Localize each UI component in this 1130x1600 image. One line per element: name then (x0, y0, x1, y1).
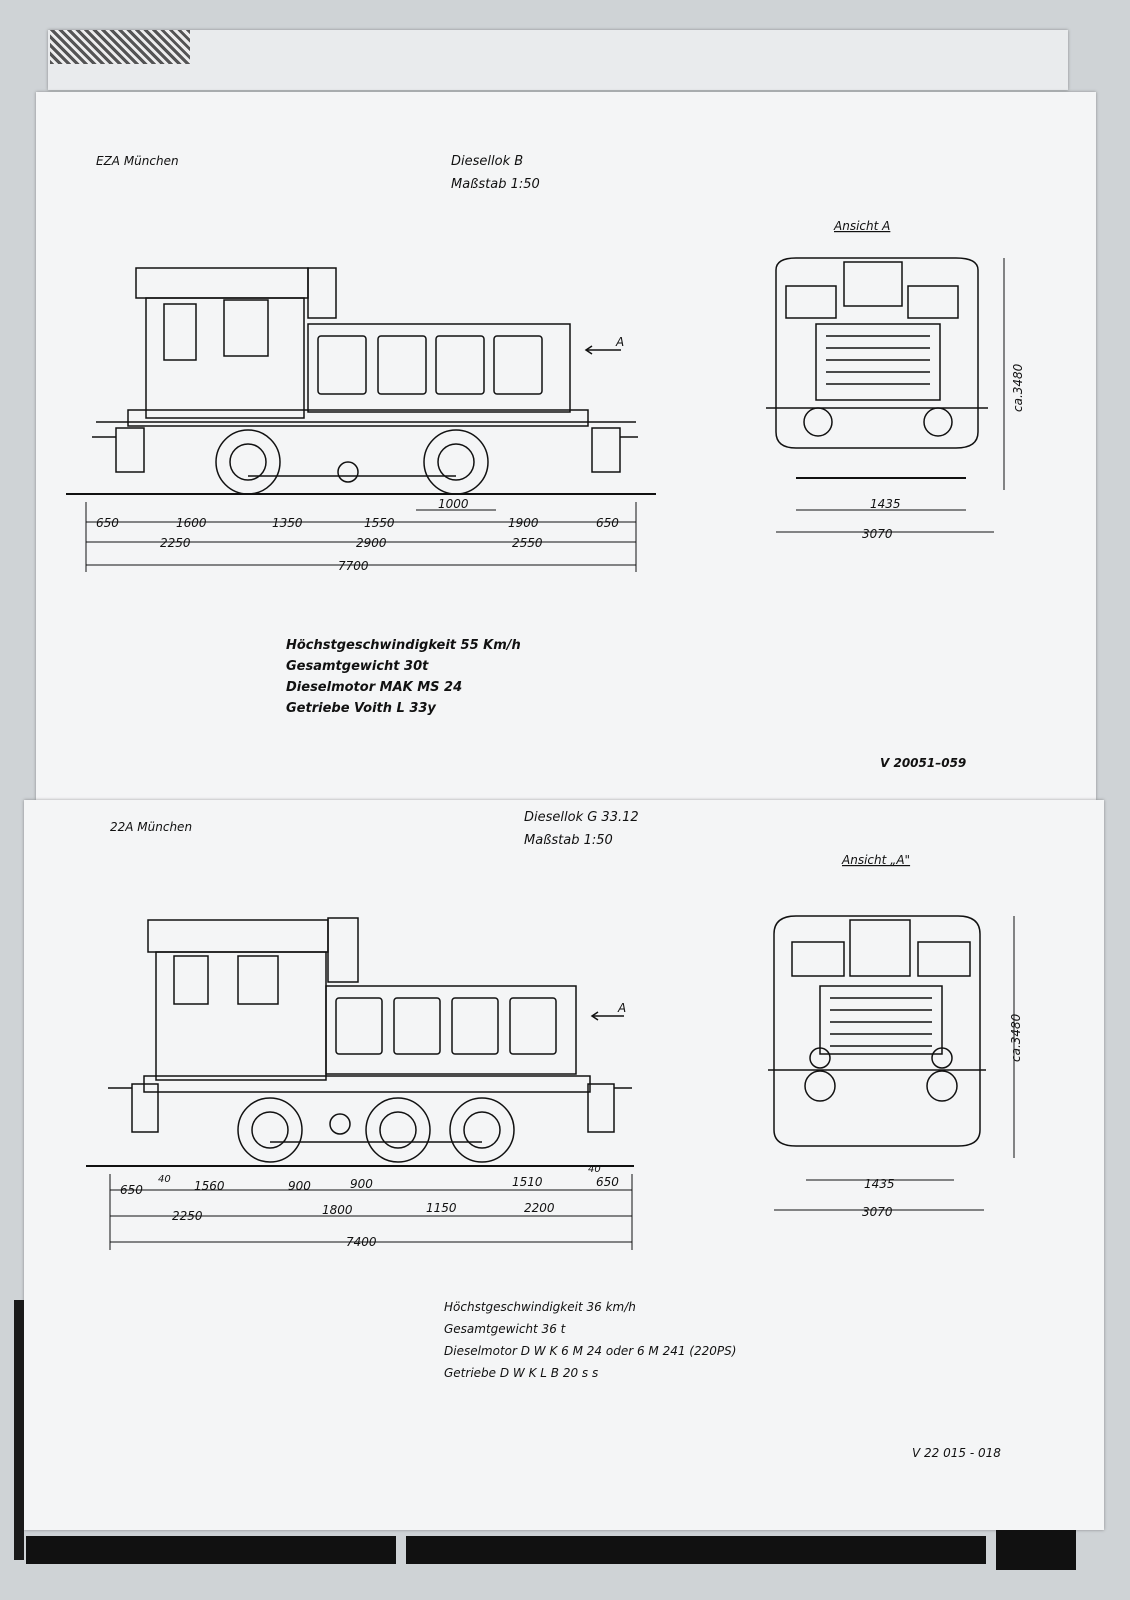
page2-spec-speed: Höchstgeschwindigkeit 36 km/h (444, 1300, 636, 1314)
binder-strip-left (26, 1536, 396, 1564)
page1-dim-2250: 2250 (160, 536, 191, 550)
underlying-page-strip (48, 30, 1068, 90)
page-bottom: 22A München Diesellok G 33.12 Maßstab 1:… (24, 800, 1104, 1530)
page2-footer-code: V 22 015 - 018 (912, 1446, 1001, 1460)
binder-strip-right (406, 1536, 986, 1564)
page2-dim-1150: 1150 (426, 1201, 457, 1215)
page2-dim-650-left: 650 (120, 1183, 143, 1197)
page1-dim-7700: 7700 (338, 559, 369, 573)
page1-dim-1550: 1550 (364, 516, 395, 530)
binder-strip-end (996, 1530, 1076, 1570)
page2-dim-40-right: 40 (588, 1164, 601, 1175)
page1-scale: Maßstab 1:50 (451, 177, 540, 192)
page1-height-dim: ca.3480 (1011, 363, 1025, 412)
page1-front-view-drawing: Ansicht A 1435 3070 ca.3480 (766, 219, 1025, 541)
page1-dim-650-left: 650 (96, 516, 119, 530)
page2-view-label: Ansicht „A" (841, 853, 910, 867)
page1-title: Diesellok B (451, 154, 524, 169)
page1-view-label: Ansicht A (833, 219, 890, 233)
page2-dim-900-a: 900 (288, 1179, 311, 1193)
page1-spec-speed: Höchstgeschwindigkeit 55 Km/h (286, 638, 521, 653)
page1-dim-650-right: 650 (596, 516, 619, 530)
page1-spec-gearbox: Getriebe Voith L 33y (286, 701, 436, 716)
page2-dim-900-b: 900 (350, 1177, 373, 1191)
left-spine-edge (14, 1300, 24, 1560)
page2-title: Diesellok G 33.12 (524, 810, 639, 825)
page1-dim-2900: 2900 (356, 536, 387, 550)
page2-front-width: 3070 (862, 1205, 893, 1219)
page2-spec-weight: Gesamtgewicht 36 t (444, 1322, 566, 1336)
page2-side-view-drawing: A 650 40 1560 900 900 1510 40 650 2250 1… (86, 917, 634, 1250)
page2-front-gauge: 1435 (864, 1177, 895, 1191)
page1-side-view-drawing: A 650 1600 1350 1550 1900 650 1000 2250 … (66, 267, 656, 573)
page2-front-view-drawing: Ansicht „A" 1435 3070 ca.3480 (768, 853, 1023, 1219)
page1-spec-weight: Gesamtgewicht 30t (286, 659, 429, 674)
page2-dim-2250: 2250 (172, 1209, 203, 1223)
page1-arrow-label: A (615, 335, 624, 349)
page2-dim-1800: 1800 (322, 1203, 353, 1217)
page2-dim-650-right: 650 (596, 1175, 619, 1189)
page2-dim-2200: 2200 (524, 1201, 555, 1215)
page2-header-left: 22A München (110, 820, 193, 834)
page1-header-left: EZA München (96, 154, 179, 168)
page1-dim-1600: 1600 (176, 516, 207, 530)
page1-dim-1000: 1000 (438, 497, 469, 511)
page1-front-width: 3070 (862, 527, 893, 541)
page2-arrow-label: A (617, 1001, 626, 1015)
page2-spec-gearbox: Getriebe D W K L B 20 s s (444, 1366, 599, 1380)
page1-footer-code: V 20051–059 (880, 756, 967, 770)
page1-spec-engine: Dieselmotor MAK MS 24 (286, 680, 463, 695)
page1-dim-2550: 2550 (512, 536, 543, 550)
page-top: EZA München Diesellok B Maßstab 1:50 (36, 92, 1096, 800)
page2-scale: Maßstab 1:50 (524, 833, 613, 848)
page2-dim-7400: 7400 (346, 1235, 377, 1249)
page2-height-dim: ca.3480 (1009, 1013, 1023, 1062)
page2-dim-40-left: 40 (158, 1174, 171, 1185)
page2-dim-1560: 1560 (194, 1179, 225, 1193)
page2-spec-engine: Dieselmotor D W K 6 M 24 oder 6 M 241 (2… (444, 1344, 737, 1358)
page1-dim-1350: 1350 (272, 516, 303, 530)
page1-dim-1900: 1900 (508, 516, 539, 530)
page2-dim-1510: 1510 (512, 1175, 543, 1189)
print-texture-corner (50, 30, 190, 64)
page1-front-gauge: 1435 (870, 497, 901, 511)
